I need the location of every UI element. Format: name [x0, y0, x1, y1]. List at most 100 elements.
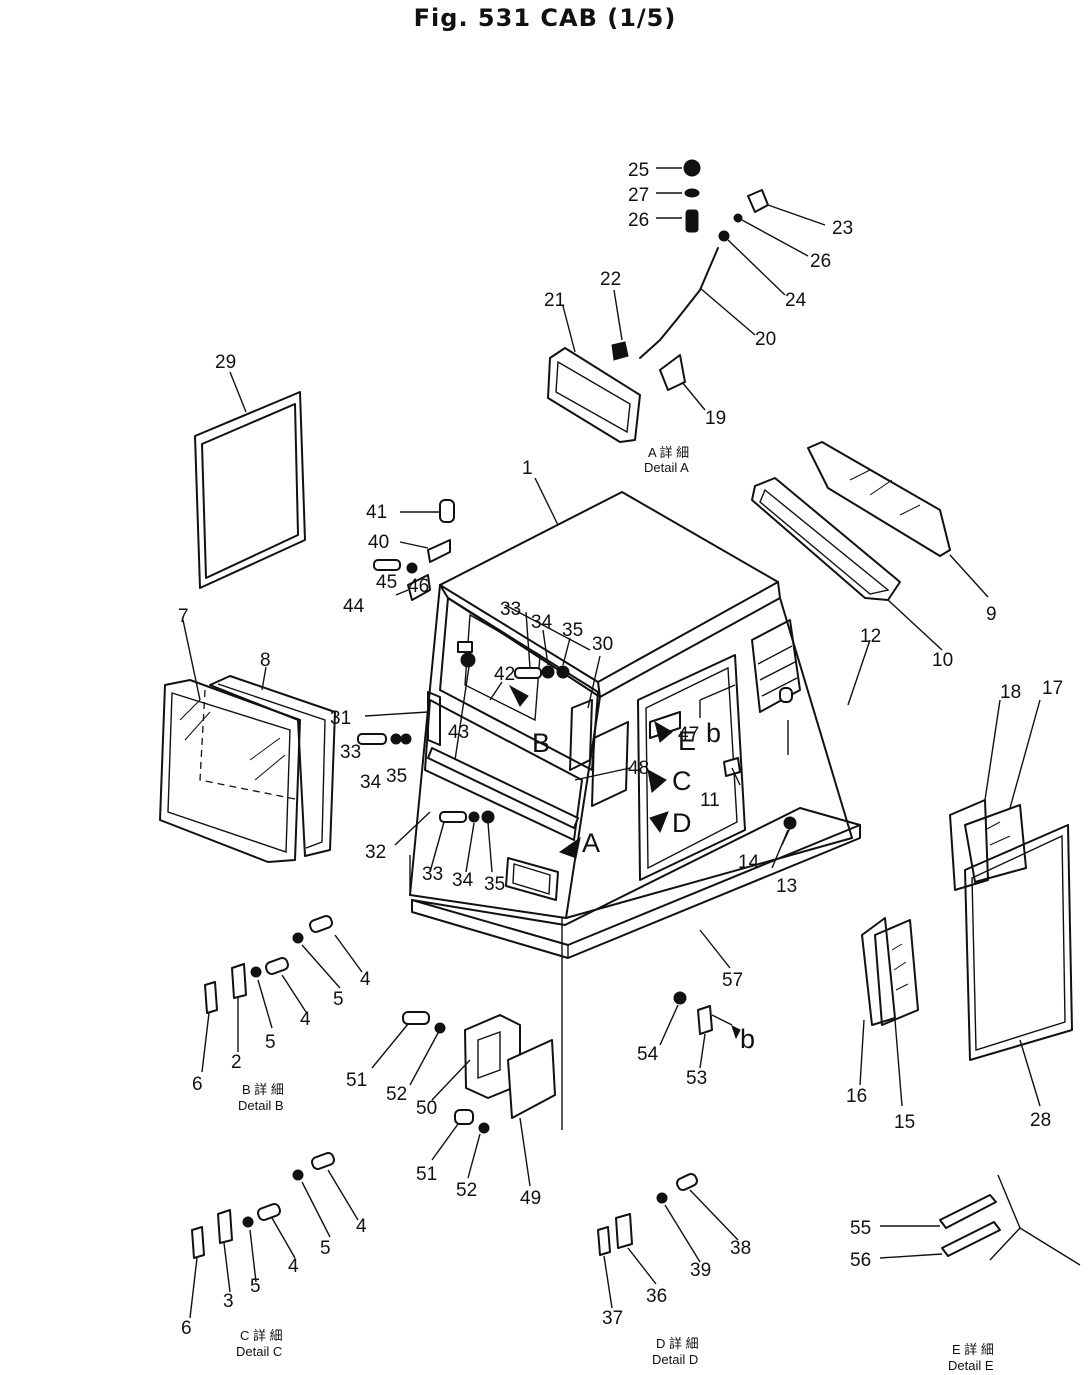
bolt-41	[439, 499, 455, 523]
window-17-18	[949, 799, 1027, 891]
detail-small-b-parts	[673, 991, 733, 1035]
plate-40	[427, 539, 451, 563]
bolt-26	[685, 209, 699, 233]
callout-35-a: 35	[562, 620, 583, 641]
callout-13: 13	[776, 876, 797, 897]
callout-1: 1	[522, 458, 533, 479]
callout-41: 41	[366, 502, 387, 523]
view-label-c: C	[672, 766, 692, 796]
arrow-c	[647, 769, 667, 793]
callout-20: 20	[755, 329, 776, 350]
callout-31: 31	[330, 708, 351, 729]
handle-30	[569, 699, 593, 771]
seal-56	[941, 1221, 1001, 1257]
bolt-4-b1	[265, 957, 289, 975]
detail-a-kanji: A 詳 細	[648, 445, 689, 460]
nut-54	[673, 991, 687, 1005]
view-letters: B A E C D b b	[532, 718, 755, 1054]
detail-captions: A 詳 細 Detail A B 詳 細 Detail B C 詳 細 Deta…	[236, 445, 994, 1373]
nut-24	[718, 230, 730, 242]
nut-35-mid	[556, 665, 570, 679]
callout-50: 50	[416, 1098, 437, 1119]
detail-d-kanji: D 詳 細	[656, 1336, 699, 1351]
washer-39	[656, 1192, 668, 1204]
bolt-33-mid	[514, 667, 542, 679]
callout-4-c1: 4	[356, 1216, 367, 1237]
callout-33-b: 33	[340, 742, 361, 763]
callout-55: 55	[850, 1218, 871, 1239]
washer-26b	[733, 213, 743, 223]
side-door-inner	[645, 666, 738, 870]
washer-34-mid	[541, 665, 555, 679]
callout-5-b1: 5	[333, 989, 344, 1010]
figure-title: Fig. 531 CAB (1/5)	[413, 4, 677, 32]
callout-21: 21	[544, 290, 565, 311]
callout-24: 24	[785, 290, 807, 311]
bolt-51-low	[454, 1109, 474, 1125]
callout-19: 19	[705, 408, 726, 429]
bolt-51-top	[402, 1011, 430, 1025]
view-label-d: D	[672, 808, 692, 838]
callout-35-c: 35	[484, 874, 505, 895]
callout-34-b: 34	[360, 772, 382, 793]
cap-23	[747, 189, 769, 213]
callout-6-c: 6	[181, 1318, 192, 1339]
callout-36: 36	[646, 1286, 667, 1307]
front-door-glass	[591, 721, 629, 807]
window-7-glass	[159, 679, 301, 863]
view-label-e: E	[678, 726, 696, 756]
callout-40: 40	[368, 532, 389, 553]
bolt-12	[779, 687, 793, 703]
bracket-19	[659, 354, 686, 391]
washer-52-low	[478, 1122, 490, 1134]
rear-louver	[757, 645, 798, 697]
nut-35-low	[481, 810, 495, 824]
window-15-16	[861, 917, 919, 1026]
callout-54: 54	[637, 1044, 659, 1065]
body-hardware	[357, 499, 797, 830]
callout-56: 56	[850, 1250, 871, 1271]
leader-lines	[182, 167, 1041, 1319]
cab-rear-edge	[779, 597, 853, 839]
washer-34-left	[390, 733, 402, 745]
callout-26-a: 26	[628, 210, 649, 231]
detail-a-label: Detail A	[644, 460, 689, 475]
front-lower-frame	[424, 699, 583, 841]
detail-d-label: Detail D	[652, 1352, 698, 1367]
detail-e-label: Detail E	[948, 1358, 994, 1373]
window-29	[194, 391, 306, 589]
window-8-frame	[199, 675, 336, 857]
cab-body	[409, 491, 853, 1130]
washer-5-b2	[292, 932, 304, 944]
washer-52-top	[434, 1022, 446, 1034]
lower-step-inner	[512, 863, 551, 895]
callout-22: 22	[600, 269, 621, 290]
callout-52-b: 52	[456, 1180, 477, 1201]
hinge-36	[615, 1213, 633, 1249]
callout-35-b: 35	[386, 766, 407, 787]
plate-37	[597, 1226, 611, 1256]
washer-5-c1	[242, 1216, 254, 1228]
callout-17: 17	[1042, 678, 1063, 699]
door-upper-slot	[649, 711, 681, 739]
callout-38: 38	[730, 1238, 751, 1259]
callout-51-a: 51	[346, 1070, 367, 1091]
floor-frame-57	[411, 807, 861, 959]
cab-roof-lip	[439, 584, 601, 698]
callout-23: 23	[832, 218, 853, 239]
arrow-d	[649, 811, 669, 834]
callout-33-a: 33	[500, 599, 521, 620]
callout-26-b: 26	[810, 251, 831, 272]
callout-5-c1: 5	[320, 1238, 331, 1259]
bolt-45	[373, 559, 401, 571]
view-label-small-b: b	[706, 718, 721, 748]
rear-window-opening	[751, 619, 801, 713]
callout-49: 49	[520, 1188, 541, 1209]
detail-b-parts	[204, 915, 333, 1014]
window-21	[547, 347, 641, 443]
lower-step-window	[505, 857, 559, 901]
view-label-a: A	[582, 828, 600, 858]
view-label-small-b-detail: b	[740, 1024, 755, 1054]
section-lines	[409, 855, 563, 1130]
bolt-33-left	[357, 733, 387, 745]
